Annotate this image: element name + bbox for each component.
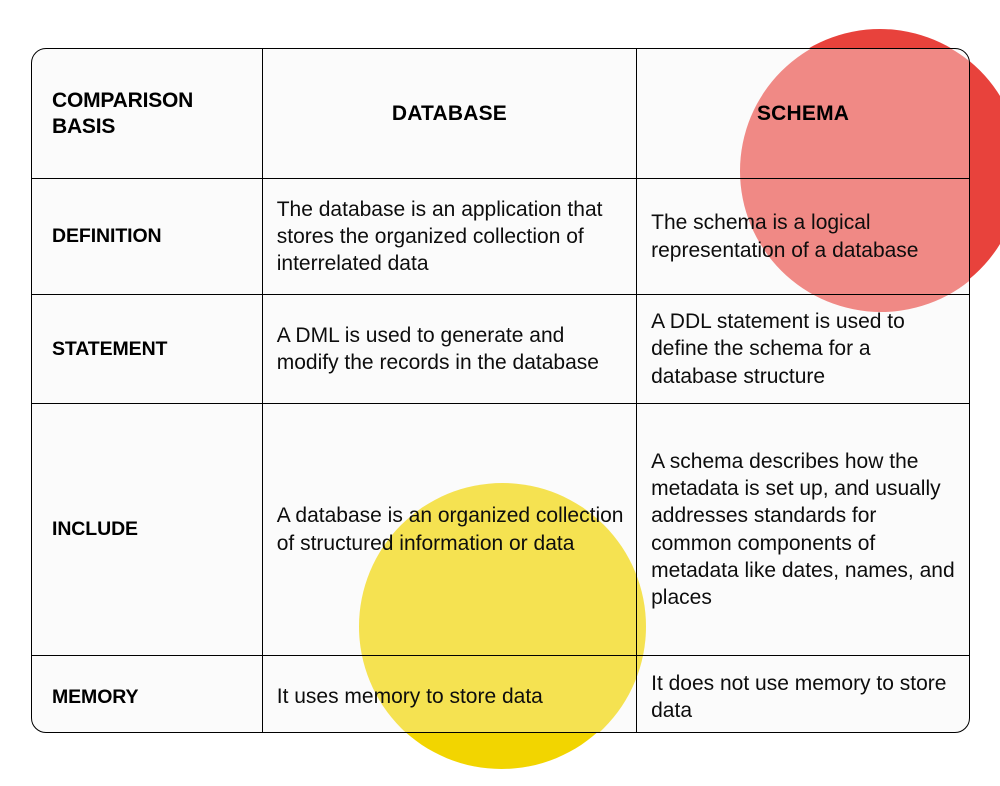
row-label-statement: STATEMENT (32, 294, 263, 404)
comparison-table: COMPARISON BASIS DATABASE SCHEMA DEFINIT… (32, 49, 969, 732)
header-schema: SCHEMA (636, 49, 969, 179)
table-header-row: COMPARISON BASIS DATABASE SCHEMA (32, 49, 969, 179)
cell-include-database: A database is an organized collection of… (262, 403, 638, 656)
header-comparison-basis: COMPARISON BASIS (32, 49, 263, 179)
cell-statement-schema: A DDL statement is used to define the sc… (636, 294, 969, 404)
cell-definition-database: The database is an application that stor… (262, 178, 638, 295)
table-row: INCLUDE A database is an organized colle… (32, 403, 969, 656)
row-label-include: INCLUDE (32, 403, 263, 656)
cell-memory-database: It uses memory to store data (262, 655, 638, 732)
cell-definition-schema: The schema is a logical representation o… (636, 178, 969, 295)
cell-include-schema: A schema describes how the metadata is s… (636, 403, 969, 656)
row-label-memory: MEMORY (32, 655, 263, 732)
cell-memory-schema: It does not use memory to store data (651, 671, 947, 722)
row-label-definition: DEFINITION (32, 178, 263, 295)
table-row: DEFINITION The database is an applicatio… (32, 178, 969, 295)
cell-statement-database: A DML is used to generate and modify the… (262, 294, 638, 404)
comparison-table-card: COMPARISON BASIS DATABASE SCHEMA DEFINIT… (31, 48, 970, 733)
header-database: DATABASE (262, 49, 638, 179)
table-row: MEMORY It uses memory to store data It d… (32, 655, 969, 732)
table-row: STATEMENT A DML is used to generate and … (32, 294, 969, 404)
